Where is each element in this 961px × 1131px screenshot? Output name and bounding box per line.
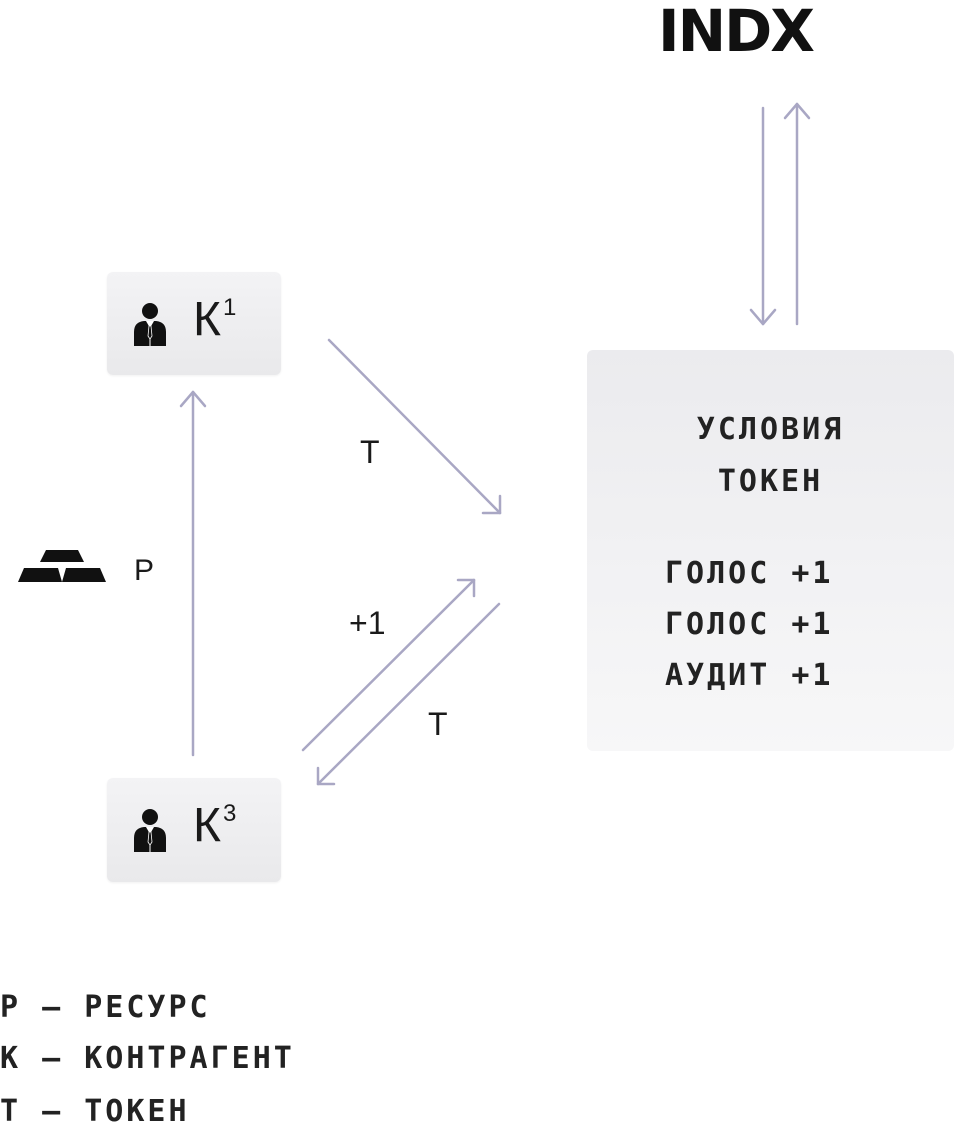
arrowhead-terms-to-k3: [316, 766, 336, 786]
terms-title-line2: ТОКЕН: [717, 464, 824, 499]
terms-row: ГОЛОС +1: [665, 556, 834, 591]
legend-item-counterparty: К — КОНТРАГЕНТ: [0, 1041, 295, 1076]
arrow-terms-to-k3: [316, 602, 501, 786]
businessman-icon: [134, 303, 166, 346]
legend-item-token: Т — ТОКЕН: [0, 1094, 190, 1129]
arrow-k1-to-terms: [327, 338, 502, 515]
edge-label-k3-to-terms: +1: [349, 605, 386, 641]
node-label-k1: К1: [193, 293, 237, 346]
counterparty-node-k3: К3: [107, 778, 281, 882]
terms-row: АУДИТ +1: [665, 658, 834, 693]
businessman-icon: [134, 809, 166, 852]
indx-logo: INDX: [658, 0, 815, 65]
terms-row: ГОЛОС +1: [665, 607, 834, 642]
legend-item-resource: Р — РЕСУРС: [0, 990, 211, 1025]
arrowhead-k1-to-terms: [481, 494, 502, 515]
arrow-k3-to-terms: [301, 578, 476, 752]
arrowhead-indx-to-terms: [749, 308, 777, 326]
edge-label-k1-to-terms: Т: [360, 434, 380, 470]
edge-label-resource: Р: [134, 554, 155, 587]
counterparty-node-k1: К1: [107, 272, 281, 375]
terms-title-line1: УСЛОВИЯ: [696, 412, 845, 447]
node-label-k3: К3: [193, 799, 237, 852]
arrowhead-k3-to-k1: [179, 390, 207, 408]
arrowhead-terms-to-indx: [783, 102, 811, 120]
arrowhead-k3-to-terms: [456, 578, 476, 598]
token-terms-box: УСЛОВИЯ ТОКЕН ГОЛОС +1 ГОЛОС +1 АУДИТ +1: [587, 350, 954, 751]
edge-label-terms-to-k3: Т: [428, 706, 448, 742]
gold-bars-icon: [18, 550, 106, 582]
